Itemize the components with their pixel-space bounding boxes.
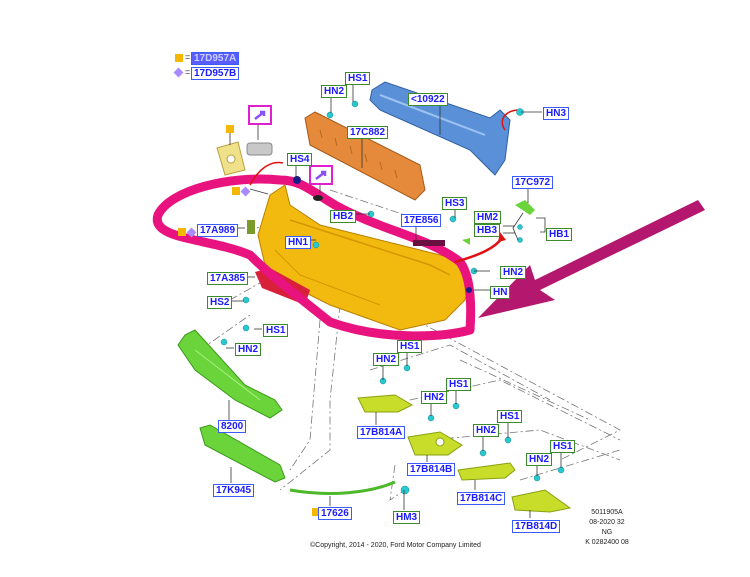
illustration-id: 5011905A <box>591 509 623 516</box>
label-hb3[interactable]: HB3 <box>474 224 501 237</box>
label-hm2[interactable]: HM2 <box>474 211 502 224</box>
option-square-icon <box>226 125 234 133</box>
label-17k945[interactable]: 17K945 <box>213 484 255 497</box>
label-17626[interactable]: 17626 <box>318 507 352 520</box>
copyright-notice: ©Copyright, 2014 - 2020, Ford Motor Comp… <box>310 542 481 549</box>
bezel-c <box>457 462 516 481</box>
parking-sensor <box>246 142 273 156</box>
label-17b814c[interactable]: 17B814C <box>457 492 506 505</box>
bezel-b <box>407 431 463 456</box>
label-17c882[interactable]: 17C882 <box>347 126 389 139</box>
label-17e856[interactable]: 17E856 <box>401 214 442 227</box>
label-8200[interactable]: 8200 <box>218 420 247 433</box>
label-17a989[interactable]: 17A989 <box>197 224 239 237</box>
legend-code-17d957b[interactable]: 17D957B <box>191 67 240 80</box>
callout-arrow <box>478 200 705 318</box>
label-17b814d[interactable]: 17B814D <box>512 520 561 533</box>
label-hb1[interactable]: HB1 <box>546 228 573 241</box>
bracket-17e856 <box>413 240 445 246</box>
label-hs1[interactable]: HS1 <box>397 340 423 353</box>
label-hn2[interactable]: HN2 <box>500 266 527 279</box>
label-hs1[interactable]: HS1 <box>345 72 371 85</box>
legend-square-icon <box>175 54 183 62</box>
legend-code-17d957a[interactable]: 17D957A <box>191 52 240 65</box>
legend-equals: = <box>185 67 191 77</box>
grille-lower <box>199 424 286 483</box>
label-hs1[interactable]: HS1 <box>497 410 523 423</box>
label-hn2[interactable]: HN2 <box>526 453 553 466</box>
label-hm3[interactable]: HM3 <box>393 511 421 524</box>
bezel-d <box>511 489 572 513</box>
bezel-a <box>357 394 414 413</box>
label-10922[interactable]: <10922 <box>408 93 448 106</box>
illustration-code: NG <box>601 529 613 536</box>
legend-equals: = <box>185 52 191 62</box>
label-hn2[interactable]: HN2 <box>473 424 500 437</box>
label-hs1[interactable]: HS1 <box>446 378 472 391</box>
label-hs3[interactable]: HS3 <box>442 197 468 210</box>
assembly-guide-lines <box>199 189 621 501</box>
label-hn2[interactable]: HN2 <box>421 391 448 404</box>
label-17b814a[interactable]: 17B814A <box>357 426 406 439</box>
highlight-loop <box>152 174 476 341</box>
illustration-meta: 5011905A 08-2020 32 NG K 0282400 08 <box>572 508 642 548</box>
label-17a385[interactable]: 17A385 <box>207 272 249 285</box>
illustration-ref: K 0282400 08 <box>585 539 629 546</box>
label-hs1[interactable]: HS1 <box>550 440 576 453</box>
option-square-icon <box>178 228 186 236</box>
label-hn3[interactable]: HN3 <box>543 107 570 120</box>
label-hn-partial[interactable]: HN <box>490 286 511 299</box>
label-hs4[interactable]: HS4 <box>287 153 313 166</box>
fasteners <box>220 100 565 495</box>
molding-strip <box>289 480 396 495</box>
illustration-date: 08-2020 32 <box>589 519 625 526</box>
option-square-icon <box>232 187 240 195</box>
sensor-pictogram-icon <box>309 165 333 185</box>
sensor-pictogram-icon <box>248 105 272 125</box>
label-hs2[interactable]: HS2 <box>207 296 233 309</box>
label-hn2[interactable]: HN2 <box>235 343 262 356</box>
label-17c972[interactable]: 17C972 <box>512 176 554 189</box>
label-hs1[interactable]: HS1 <box>263 324 289 337</box>
label-17b814b[interactable]: 17B814B <box>407 463 456 476</box>
label-hb2[interactable]: HB2 <box>330 210 357 223</box>
label-hn1[interactable]: HN1 <box>285 236 312 249</box>
label-hn2[interactable]: HN2 <box>373 353 400 366</box>
bumper-cover <box>257 184 471 331</box>
option-square-icon <box>312 508 320 516</box>
label-hn2[interactable]: HN2 <box>321 85 348 98</box>
grille-upper <box>177 329 283 419</box>
